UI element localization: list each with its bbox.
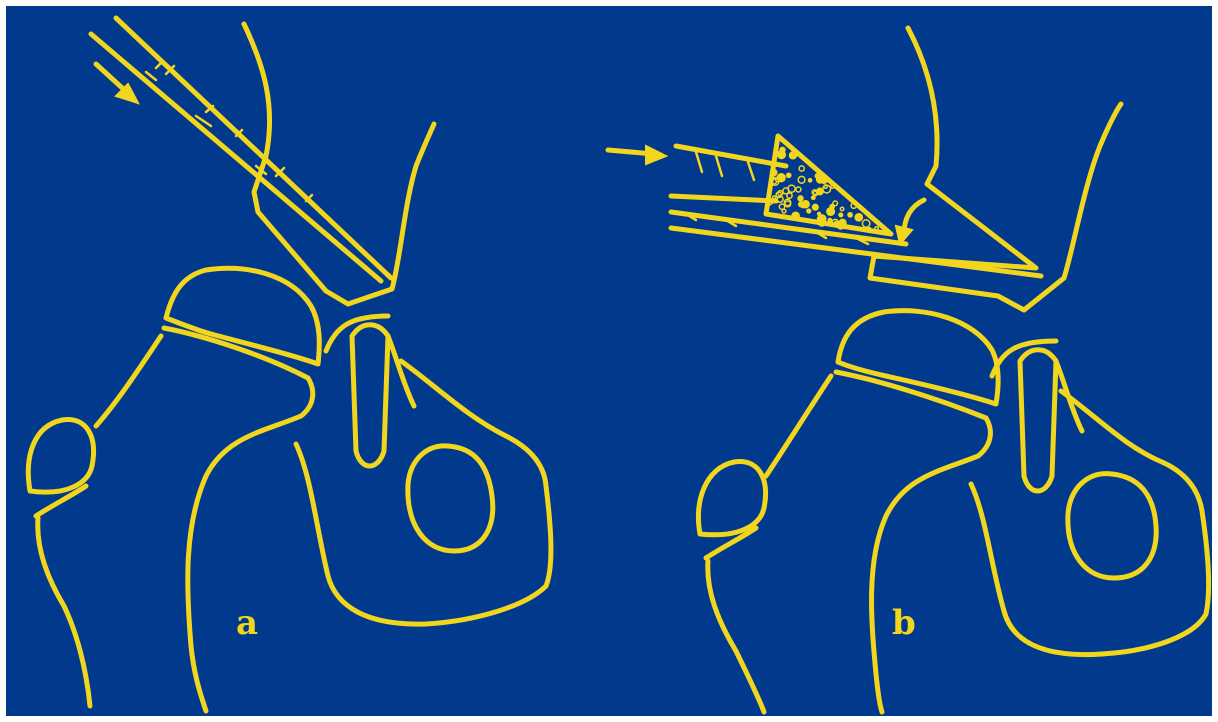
graft-particle xyxy=(792,212,799,219)
graft-particle xyxy=(777,174,785,182)
panel-label-a: a xyxy=(236,603,258,643)
hip-diagram: a b xyxy=(6,6,1212,716)
graft-particle xyxy=(839,219,846,226)
graft-particle xyxy=(771,169,777,175)
graft-particle xyxy=(807,209,811,213)
panel-label-b: b xyxy=(892,603,916,643)
graft-particle xyxy=(855,214,861,220)
graft-particle xyxy=(813,204,819,210)
graft-particle xyxy=(830,205,834,209)
graft-particle xyxy=(798,196,803,201)
graft-particle xyxy=(835,221,838,224)
graft-particle xyxy=(809,179,812,182)
diagram-stage: a b xyxy=(6,6,1212,716)
graft-particle xyxy=(780,147,785,152)
graft-particle xyxy=(839,213,843,217)
graft-particle xyxy=(812,196,815,199)
graft-particle xyxy=(775,163,778,166)
graft-particle xyxy=(787,173,791,177)
graft-particle xyxy=(792,150,799,157)
graft-particle xyxy=(828,219,831,222)
graft-particle xyxy=(848,213,852,217)
